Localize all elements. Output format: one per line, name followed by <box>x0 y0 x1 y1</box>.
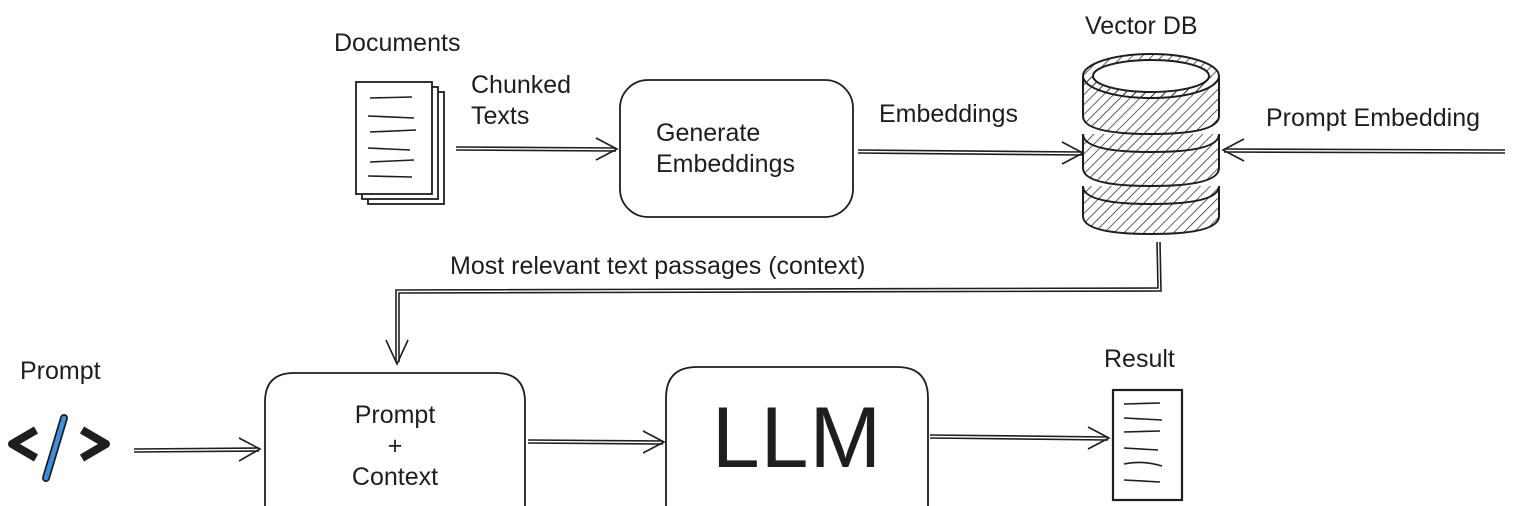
generate-line1: Generate <box>656 118 761 147</box>
context-label: Most relevant text passages (context) <box>450 252 866 280</box>
generate-embeddings-box <box>619 79 854 218</box>
code-brackets-icon <box>8 414 110 482</box>
prompt-context-line3: Context <box>351 462 439 491</box>
database-icon <box>1082 53 1220 236</box>
arrow-llm-to-result <box>929 426 1111 450</box>
result-document-icon <box>1111 388 1184 502</box>
embeddings-label: Embeddings <box>879 100 1018 128</box>
documents-icon <box>355 81 445 205</box>
arrow-context-to-llm <box>527 430 666 454</box>
arrow-prompt-to-context-box <box>133 437 262 462</box>
arrow-db-to-prompt-context <box>385 241 1162 366</box>
chunked-texts-line2: Texts <box>471 102 530 130</box>
prompt-context-label: Prompt + Context <box>265 398 525 494</box>
prompt-context-line2: + <box>387 431 403 460</box>
arrow-chunks-to-generate <box>455 137 619 161</box>
prompt-embedding-label: Prompt Embedding <box>1266 104 1481 132</box>
prompt-label: Prompt <box>20 357 101 385</box>
llm-box <box>665 366 929 506</box>
result-label: Result <box>1104 345 1175 373</box>
llm-label: LLM <box>711 390 883 486</box>
generate-embeddings-label: Generate Embeddings <box>620 80 853 217</box>
prompt-context-line1: Prompt <box>354 400 436 429</box>
arrow-generate-to-db <box>857 141 1085 165</box>
documents-label: Documents <box>334 29 461 57</box>
chunked-texts-line1: Chunked <box>471 71 572 99</box>
arrow-prompt-embedding-to-db <box>1221 138 1506 162</box>
generate-line2: Embeddings <box>656 149 795 178</box>
vector-db-label: Vector DB <box>1085 12 1198 40</box>
chunked-texts-label: Chunked Texts <box>471 70 571 132</box>
prompt-context-box <box>264 372 526 506</box>
